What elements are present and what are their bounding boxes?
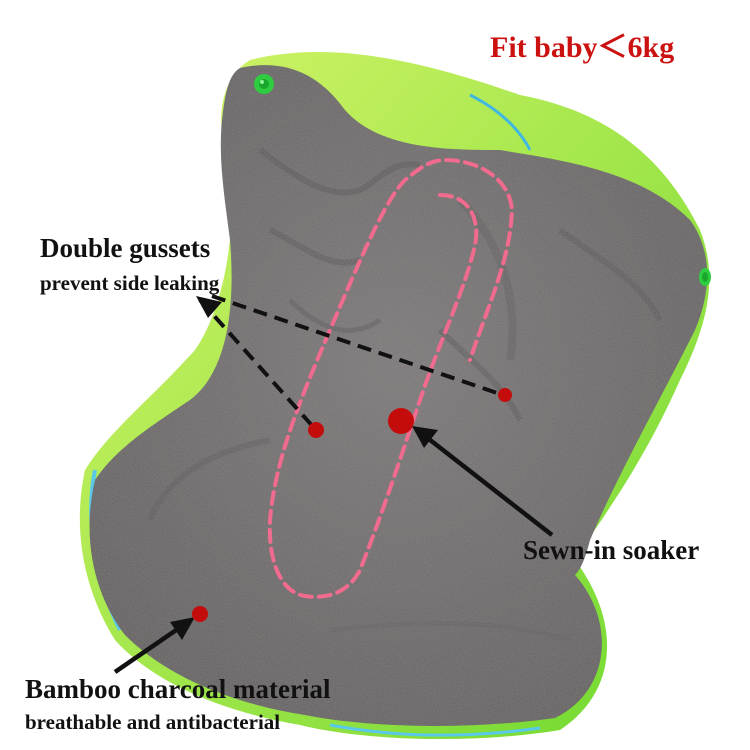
gussets-heading: Double gussets bbox=[40, 233, 211, 263]
soaker-outline bbox=[267, 157, 515, 599]
bamboo-arrow bbox=[113, 617, 195, 674]
soaker-heading: Sewn-in soaker bbox=[523, 535, 700, 565]
bamboo-subtext: breathable and antibacterial bbox=[25, 710, 281, 734]
gusset-marker-left bbox=[308, 422, 324, 438]
gusset-pointer-lines bbox=[196, 294, 504, 432]
soaker-arrow bbox=[412, 426, 554, 537]
gusset-marker-right bbox=[498, 388, 512, 402]
snap-button-top bbox=[254, 74, 274, 94]
bamboo-heading: Bamboo charcoal material bbox=[25, 674, 331, 704]
soaker-marker bbox=[388, 408, 414, 434]
fit-weight-title: Fit baby＜6kg bbox=[490, 31, 675, 64]
bamboo-marker bbox=[192, 606, 208, 622]
gussets-subtext: prevent side leaking bbox=[40, 271, 220, 295]
snap-button-right bbox=[699, 268, 711, 286]
